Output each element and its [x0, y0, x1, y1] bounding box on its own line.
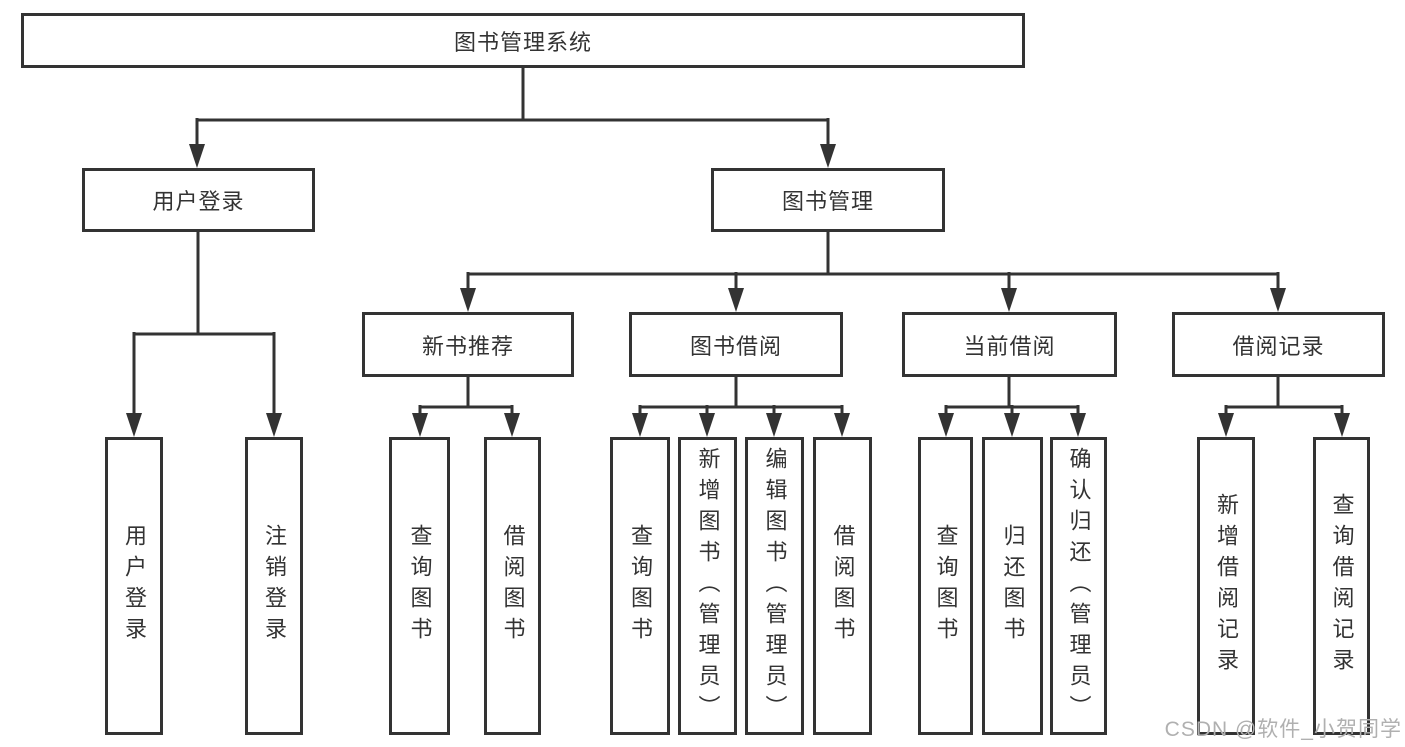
node-label: 确认归还（管理员） [1066, 446, 1092, 726]
leaf-return-book: 归还图书 [982, 437, 1043, 735]
node-label: 查询图书 [628, 524, 653, 648]
node-library-system-root: 图书管理系统 [21, 13, 1025, 68]
node-book-management: 图书管理 [711, 168, 945, 232]
node-label: 借阅记录 [1232, 333, 1325, 359]
node-label: 用户登录 [152, 189, 245, 214]
node-label: 新增借阅记录 [1214, 493, 1239, 679]
node-new-book-recommend: 新书推荐 [362, 312, 574, 377]
leaf-edit-book-admin: 编辑图书（管理员） [745, 437, 804, 735]
node-label: 编辑图书（管理员） [762, 446, 788, 726]
leaf-logout: 注销登录 [245, 437, 303, 735]
leaf-query-book-current: 查询图书 [918, 437, 973, 735]
node-label: 查询图书 [407, 524, 433, 648]
node-label: 图书管理系统 [453, 29, 592, 55]
node-label: 归还图书 [1000, 524, 1026, 648]
node-label: 借阅图书 [830, 524, 856, 648]
leaf-query-book-recommend: 查询图书 [389, 437, 450, 735]
csdn-watermark: CSDN @软件_小贺同学 [1164, 718, 1402, 741]
leaf-borrow-book: 借阅图书 [813, 437, 872, 735]
node-label: 查询借阅记录 [1329, 493, 1355, 679]
node-label: 当前借阅 [963, 333, 1056, 359]
node-user-login: 用户登录 [82, 168, 315, 232]
leaf-add-borrow-record: 新增借阅记录 [1197, 437, 1255, 735]
node-label: 借阅图书 [500, 524, 526, 648]
node-label: 图书借阅 [689, 333, 782, 359]
node-current-borrow: 当前借阅 [902, 312, 1117, 377]
node-label: 图书管理 [781, 189, 874, 214]
leaf-query-book-borrow: 查询图书 [610, 437, 670, 735]
node-label: 新书推荐 [421, 333, 514, 359]
leaf-borrow-book-recommend: 借阅图书 [484, 437, 541, 735]
leaf-add-book-admin: 新增图书（管理员） [678, 437, 737, 735]
leaf-confirm-return-admin: 确认归还（管理员） [1050, 437, 1107, 735]
node-label: 查询图书 [933, 524, 959, 648]
node-label: 新增图书（管理员） [695, 446, 721, 726]
leaf-query-borrow-record: 查询借阅记录 [1313, 437, 1370, 735]
node-label: 用户登录 [122, 524, 147, 648]
leaf-user-login: 用户登录 [105, 437, 163, 735]
node-book-borrow: 图书借阅 [629, 312, 843, 377]
node-label: 注销登录 [262, 524, 287, 648]
node-borrow-record: 借阅记录 [1172, 312, 1385, 377]
